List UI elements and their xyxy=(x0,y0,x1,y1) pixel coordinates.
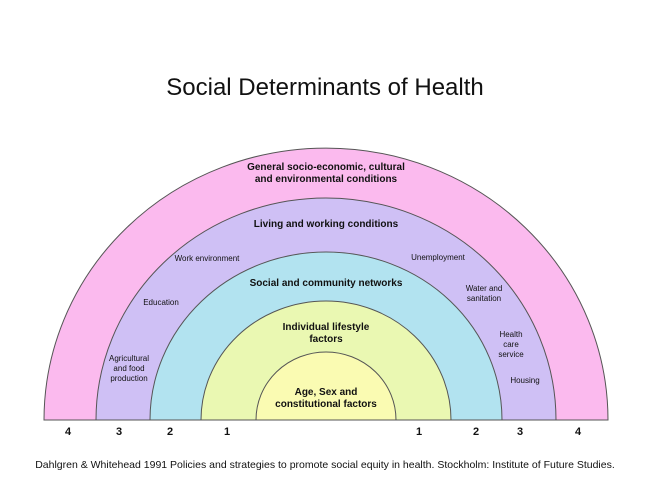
number-right-1: 1 xyxy=(416,426,422,438)
number-left-4: 4 xyxy=(65,426,72,438)
factor-agri-line3: production xyxy=(110,374,147,383)
source-citation: Dahlgren & Whitehead 1991 Policies and s… xyxy=(35,459,615,471)
layer-1-label-line1: Individual lifestyle xyxy=(283,322,370,333)
core-arc xyxy=(255,351,397,421)
number-right-2: 2 xyxy=(473,426,479,438)
number-right-4: 4 xyxy=(575,426,582,438)
arc-layers xyxy=(43,147,609,421)
layer-4-label-line2: and environmental conditions xyxy=(255,174,398,185)
factor-housing: Housing xyxy=(510,376,539,385)
number-right-3: 3 xyxy=(517,426,523,438)
layer-2-label: Social and community networks xyxy=(250,278,403,289)
layer-1-label-line2: factors xyxy=(309,334,343,345)
factor-agri-line2: and food xyxy=(113,364,144,373)
factor-agri-line1: Agricultural xyxy=(109,354,149,363)
page-title: Social Determinants of Health xyxy=(166,74,484,101)
number-left-3: 3 xyxy=(116,426,122,438)
factor-water-line2: sanitation xyxy=(467,294,501,303)
factor-education: Education xyxy=(143,298,179,307)
number-left-2: 2 xyxy=(167,426,173,438)
core-label-line1: Age, Sex and xyxy=(295,387,358,398)
factor-work-environment: Work environment xyxy=(175,254,241,263)
layer-3-label: Living and working conditions xyxy=(254,219,399,230)
layer-4-label-line1: General socio-economic, cultural xyxy=(247,162,405,173)
factor-health-line1: Health xyxy=(499,330,522,339)
factor-water-line1: Water and xyxy=(466,284,503,293)
number-left-1: 1 xyxy=(224,426,230,438)
factor-health-line2: care xyxy=(503,340,519,349)
factor-unemployment: Unemployment xyxy=(411,253,466,262)
core-label-line2: constitutional factors xyxy=(275,399,377,410)
factor-health-line3: service xyxy=(498,350,524,359)
